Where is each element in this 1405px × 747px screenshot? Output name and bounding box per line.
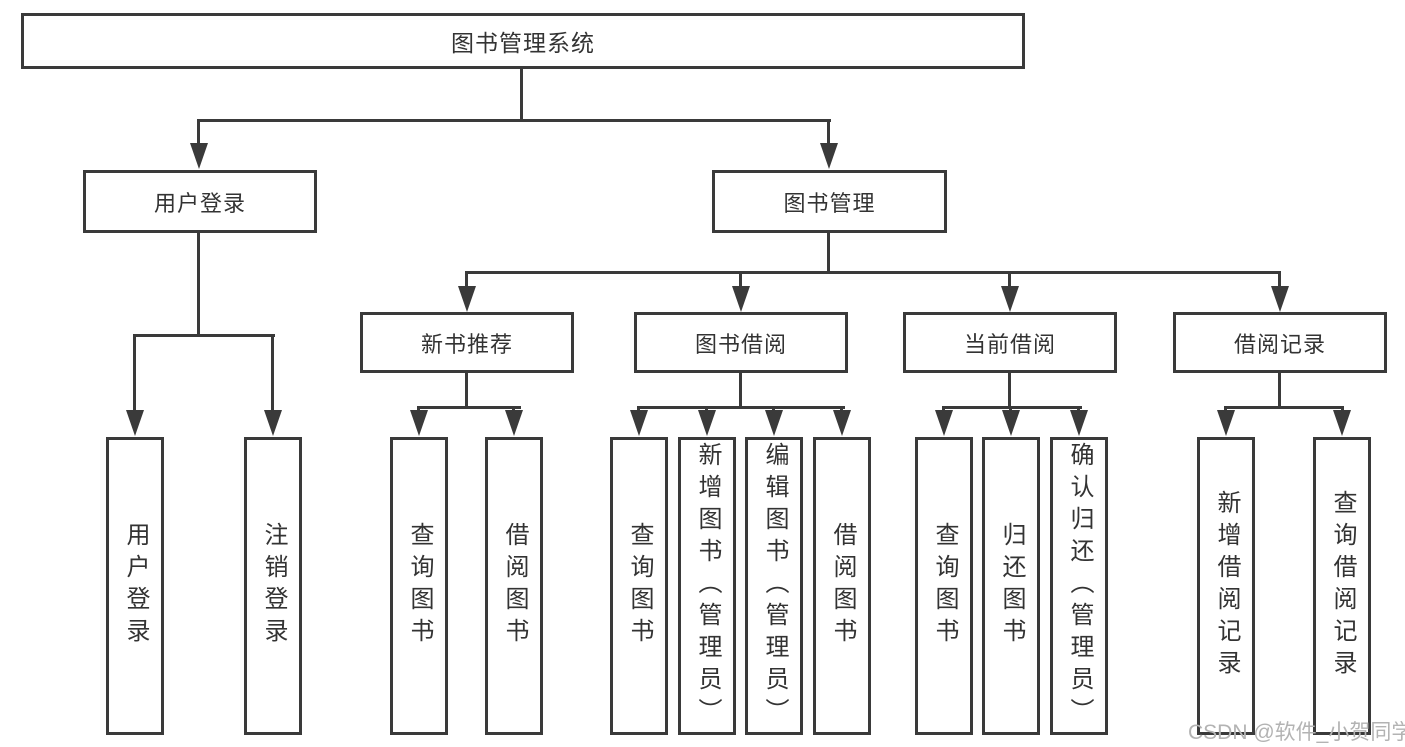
arrowhead-leaf-11	[1333, 410, 1351, 436]
connector-branch-records	[1224, 406, 1344, 409]
connector-branch-level3	[465, 271, 1281, 274]
leaf-query-books-3-label: 查询图书	[931, 522, 958, 650]
level3-records-label: 借阅记录	[1233, 331, 1326, 357]
leaf-add-borrow-record-label: 新增借阅记录	[1213, 490, 1240, 682]
arrowhead-leaf-2	[505, 410, 523, 436]
leaf-query-borrow-record-label: 查询借阅记录	[1329, 490, 1356, 682]
connector-branch-level1	[197, 119, 831, 122]
connector-drop-records	[1278, 271, 1281, 288]
leaf-edit-books-admin-label: 编辑图书（管理员）	[761, 442, 788, 730]
connector-drop-book-mgmt	[827, 119, 830, 146]
leaf-borrow-books-1-label: 借阅图书	[501, 522, 528, 650]
arrowhead-leaf-9	[1070, 410, 1088, 436]
connector-drop-logout-leaf	[271, 334, 274, 412]
leaf-box-query-books-2: 查询图书	[610, 437, 668, 735]
leaf-query-books-2-label: 查询图书	[626, 522, 653, 650]
leaf-box-query-borrow-record: 查询借阅记录	[1313, 437, 1371, 735]
arrowhead-leaf-6	[833, 410, 851, 436]
arrowhead-book-mgmt	[820, 143, 838, 169]
connector-drop-current	[1008, 271, 1011, 288]
leaf-logout-label: 注销登录	[260, 522, 287, 650]
level3-box-records: 借阅记录	[1173, 312, 1387, 373]
level3-box-new-books: 新书推荐	[360, 312, 574, 373]
level3-new-books-label: 新书推荐	[420, 331, 513, 357]
arrowhead-leaf-4	[698, 410, 716, 436]
arrowhead-leaf-3	[630, 410, 648, 436]
connector-branch-new-books	[417, 406, 521, 409]
arrowhead-records	[1271, 286, 1289, 312]
leaf-return-books-label: 归还图书	[998, 522, 1025, 650]
connector-current-stem	[1008, 372, 1011, 409]
arrowhead-leaf-8	[1002, 410, 1020, 436]
arrowhead-leaf-10	[1217, 410, 1235, 436]
level2-box-book-mgmt: 图书管理	[712, 170, 947, 233]
level2-user-login-label: 用户登录	[153, 190, 246, 216]
connector-drop-login-leaf	[133, 334, 136, 412]
leaf-box-add-books-admin: 新增图书（管理员）	[678, 437, 736, 735]
leaf-box-user-login: 用户登录	[106, 437, 164, 735]
leaf-box-borrow-books-1: 借阅图书	[485, 437, 543, 735]
leaf-query-books-1-label: 查询图书	[406, 522, 433, 650]
level3-box-borrowing: 图书借阅	[634, 312, 848, 373]
connector-branch-current	[942, 406, 1082, 409]
leaf-box-query-books-3: 查询图书	[915, 437, 973, 735]
leaf-box-add-borrow-record: 新增借阅记录	[1197, 437, 1255, 735]
root-box-library-system: 图书管理系统	[21, 13, 1025, 69]
connector-user-login-stem	[197, 232, 200, 336]
connector-drop-borrowing	[739, 271, 742, 288]
leaf-box-edit-books-admin: 编辑图书（管理员）	[745, 437, 803, 735]
leaf-confirm-return-admin-label: 确认归还（管理员）	[1066, 442, 1093, 730]
connector-root-stem	[520, 68, 523, 121]
arrowhead-leaf-5	[765, 410, 783, 436]
root-label: 图书管理系统	[451, 30, 595, 56]
arrowhead-current	[1001, 286, 1019, 312]
level2-box-user-login: 用户登录	[83, 170, 317, 233]
arrowhead-user-login	[190, 143, 208, 169]
connector-borrowing-stem	[739, 372, 742, 409]
leaf-box-borrow-books-2: 借阅图书	[813, 437, 871, 735]
leaf-borrow-books-2-label: 借阅图书	[829, 522, 856, 650]
csdn-watermark: CSDN @软件_小贺同学	[1188, 721, 1405, 744]
arrowhead-new-books	[458, 286, 476, 312]
arrowhead-logout-leaf	[264, 410, 282, 436]
connector-book-mgmt-stem	[827, 232, 830, 273]
arrowhead-leaf-1	[410, 410, 428, 436]
leaf-add-books-admin-label: 新增图书（管理员）	[694, 442, 721, 730]
connector-new-books-stem	[465, 372, 468, 409]
level3-current-label: 当前借阅	[963, 331, 1056, 357]
connector-branch-user-login	[133, 334, 275, 337]
leaf-box-return-books: 归还图书	[982, 437, 1040, 735]
level2-book-mgmt-label: 图书管理	[783, 190, 876, 216]
leaf-box-confirm-return-admin: 确认归还（管理员）	[1050, 437, 1108, 735]
level3-box-current: 当前借阅	[903, 312, 1117, 373]
leaf-box-query-books-1: 查询图书	[390, 437, 448, 735]
arrowhead-borrowing	[732, 286, 750, 312]
connector-drop-user-login	[197, 119, 200, 146]
leaf-user-login-label: 用户登录	[122, 522, 149, 650]
level3-borrowing-label: 图书借阅	[694, 331, 787, 357]
arrowhead-leaf-7	[935, 410, 953, 436]
connector-branch-borrowing	[637, 406, 845, 409]
connector-drop-new-books	[465, 271, 468, 288]
arrowhead-login-leaf	[126, 410, 144, 436]
leaf-box-logout: 注销登录	[244, 437, 302, 735]
connector-records-stem	[1278, 372, 1281, 409]
